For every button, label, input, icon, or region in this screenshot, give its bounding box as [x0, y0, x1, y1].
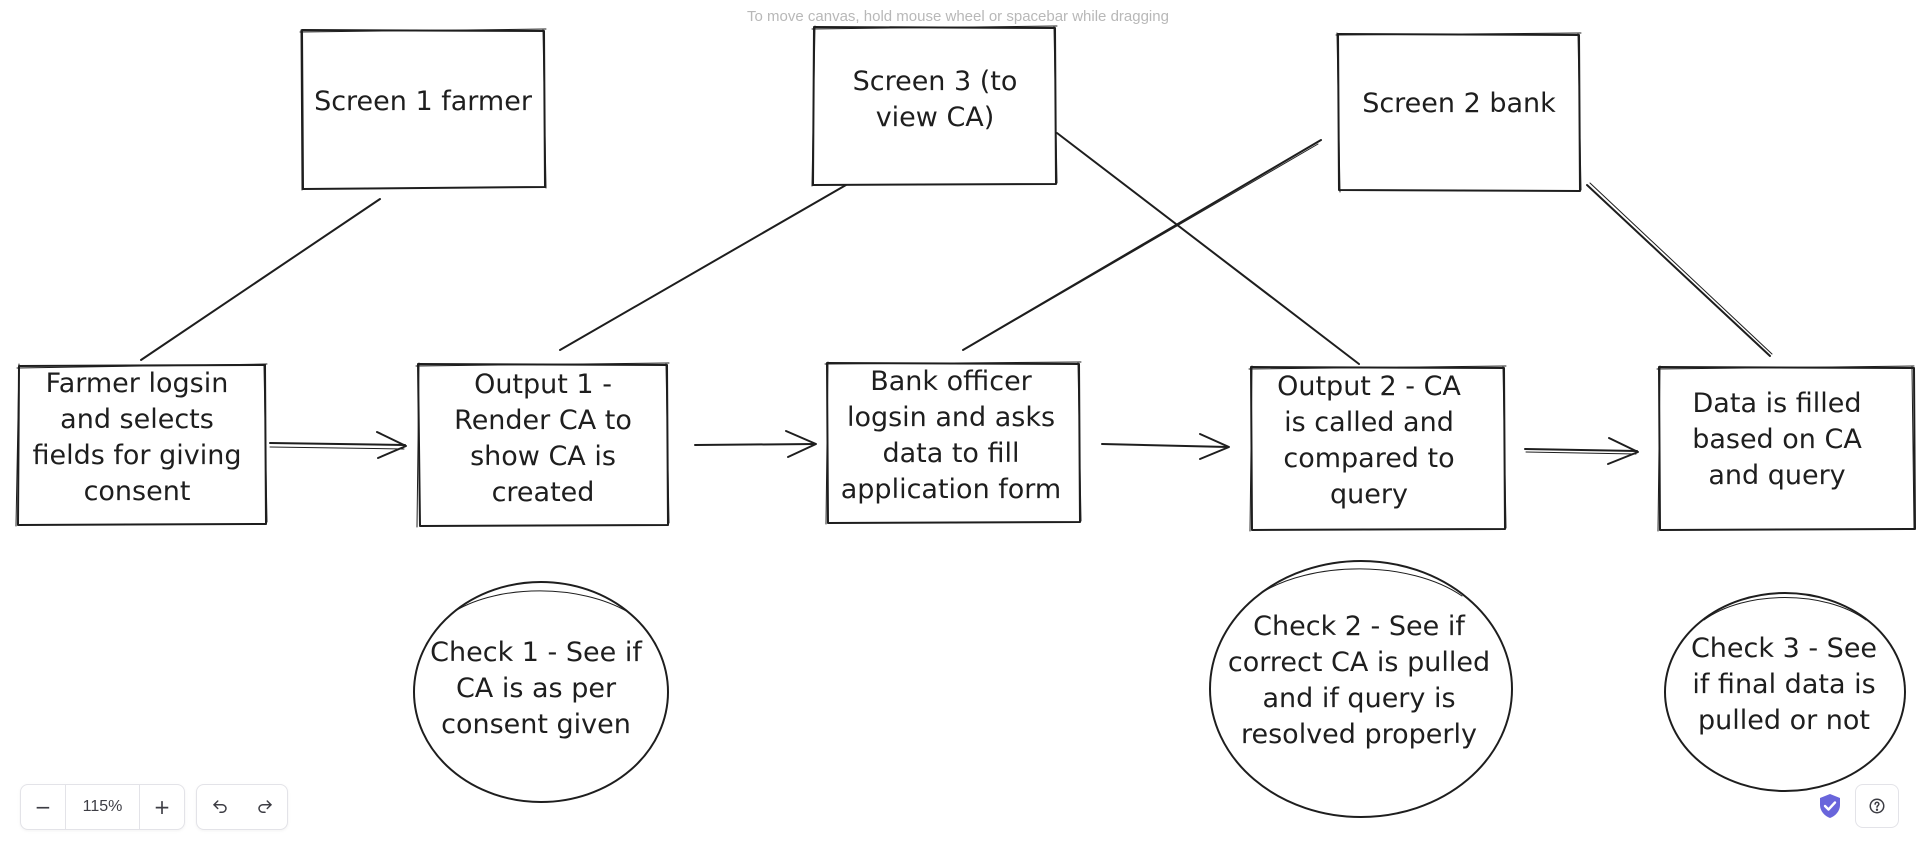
screen-3-line-1: Screen 3 (to [853, 66, 1018, 97]
undo-icon [212, 800, 227, 813]
step-farmer-login-label: Farmer logsin and selects fields for givin… [33, 368, 242, 507]
screen-1-line-1: Screen 1 farmer [314, 86, 533, 117]
step-farmer-login-line-1: Farmer logsin [46, 368, 229, 399]
step-output-1-label: Output 1 - Render CA to show CA is created [454, 369, 632, 508]
redo-button[interactable] [242, 785, 287, 829]
help-icon [1869, 798, 1885, 814]
arrow-2 [694, 430, 817, 458]
check-3-line-3: pulled or not [1698, 705, 1870, 736]
step-bank-officer-line-3: data to fill [882, 438, 1019, 469]
connector-screen2-data [1586, 184, 1771, 357]
step-bank-officer-line-1: Bank officer [870, 366, 1032, 397]
screen-1-label: Screen 1 farmer [314, 86, 533, 117]
connector-screen3-output2 [1056, 132, 1360, 365]
redo-icon [257, 800, 272, 813]
check-1-line-1: Check 1 - See if [430, 637, 643, 668]
step-box-output-1[interactable]: Output 1 - Render CA to show CA is created [415, 362, 670, 528]
step-bank-officer-label: Bank officer logsin and asks data to fill a… [841, 366, 1061, 505]
zoom-in-button[interactable]: + [140, 785, 184, 829]
check-2-label: Check 2 - See if correct CA is pulled and … [1228, 611, 1490, 750]
screen-3-label: Screen 3 (to view CA) [853, 66, 1018, 133]
step-output-2-line-3: compared to [1283, 443, 1454, 474]
step-output-2-line-1: Output 2 - CA [1277, 371, 1461, 402]
step-data-filled-line-2: based on CA [1692, 424, 1862, 455]
screen-2-line-1: Screen 2 bank [1362, 88, 1556, 119]
arrow-4 [1524, 437, 1639, 465]
arrow-1 [269, 431, 407, 459]
step-output-1-line-4: created [492, 477, 595, 508]
step-box-data-filled[interactable]: Data is filled based on CA and query [1656, 365, 1916, 532]
arrow-3 [1101, 433, 1230, 460]
step-box-bank-officer[interactable]: Bank officer logsin and asks data to fill a… [824, 361, 1082, 525]
help-button[interactable] [1855, 784, 1899, 828]
screen-2-label: Screen 2 bank [1362, 88, 1556, 119]
check-3-line-2: if final data is [1692, 669, 1875, 700]
check-ellipse-2[interactable]: Check 2 - See if correct CA is pulled and … [1209, 560, 1513, 818]
step-farmer-login-line-4: consent [84, 476, 191, 507]
step-data-filled-label: Data is filled based on CA and query [1692, 388, 1862, 491]
step-data-filled-line-3: and query [1708, 460, 1845, 491]
connector-screen2-bank-b [966, 143, 1319, 349]
step-output-2-label: Output 2 - CA is called and compared to que… [1277, 371, 1461, 510]
connector-screen1-farmer [140, 198, 381, 361]
connector-screen3-output1-b [563, 186, 843, 349]
canvas-hint: To move canvas, hold mouse wheel or spac… [747, 8, 1169, 25]
check-ellipse-1[interactable]: Check 1 - See if CA is as per consent give… [413, 581, 669, 803]
check-1-label: Check 1 - See if CA is as per consent give… [430, 637, 643, 740]
step-bank-officer-line-2: logsin and asks [847, 402, 1055, 433]
step-output-1-line-3: show CA is [470, 441, 616, 472]
check-1-line-2: CA is as per [456, 673, 617, 704]
screen-connectors [140, 132, 1773, 365]
check-3-label: Check 3 - See if final data is pulled or n… [1691, 633, 1877, 736]
step-output-1-line-2: Render CA to [454, 405, 632, 436]
zoom-level-display[interactable]: 115% [65, 785, 140, 829]
undo-button[interactable] [197, 785, 242, 829]
step-box-farmer-login[interactable]: Farmer logsin and selects fields for givin… [15, 363, 268, 527]
screen-3-line-2: view CA) [876, 102, 995, 133]
step-data-filled-line-1: Data is filled [1693, 388, 1862, 419]
shield-check-icon[interactable] [1818, 793, 1842, 819]
step-farmer-login-line-3: fields for giving [33, 440, 242, 471]
step-bank-officer-line-4: application form [841, 474, 1061, 505]
step-output-1-line-1: Output 1 - [474, 369, 612, 400]
check-2-line-4: resolved properly [1241, 719, 1477, 750]
check-2-line-3: and if query is [1262, 683, 1455, 714]
history-controls [196, 784, 288, 830]
zoom-controls: − 115% + [20, 784, 185, 830]
check-1-line-3: consent given [441, 709, 631, 740]
step-farmer-login-line-2: and selects [60, 404, 214, 435]
check-ellipse-3[interactable]: Check 3 - See if final data is pulled or n… [1664, 592, 1906, 792]
check-3-line-1: Check 3 - See [1691, 633, 1877, 664]
connector-screen2-data-b [1589, 182, 1773, 355]
zoom-out-button[interactable]: − [21, 785, 65, 829]
step-box-output-2[interactable]: Output 2 - CA is called and compared to que… [1248, 365, 1507, 532]
screen-box-1[interactable]: Screen 1 farmer [299, 28, 547, 191]
step-output-2-line-2: is called and [1284, 407, 1454, 438]
check-2-line-2: correct CA is pulled [1228, 647, 1490, 678]
step-output-2-line-4: query [1330, 479, 1408, 510]
screen-box-3[interactable]: Screen 3 (to view CA) [811, 25, 1058, 187]
screen-box-2[interactable]: Screen 2 bank [1335, 32, 1582, 193]
check-2-line-1: Check 2 - See if [1253, 611, 1466, 642]
connector-screen2-bank [962, 139, 1322, 351]
flow-arrows [269, 430, 1639, 465]
